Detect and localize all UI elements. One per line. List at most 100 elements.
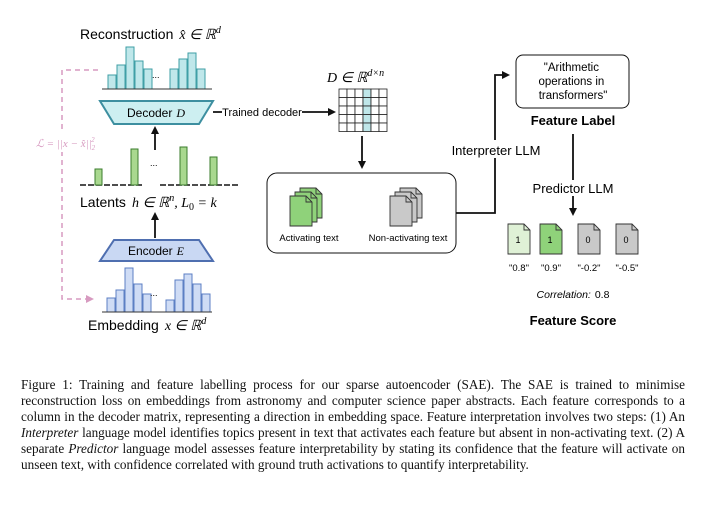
decoder-matrix-cell	[346, 105, 356, 115]
reconstruction-histogram	[107, 46, 206, 90]
decoder-matrix-label: D ∈ ℝd×n	[326, 68, 384, 86]
document-fold	[415, 188, 422, 195]
embedding-bar	[133, 283, 143, 313]
prediction-card-fold	[555, 224, 562, 231]
document-page-icon	[289, 195, 313, 227]
reconstruction-bar	[178, 58, 188, 90]
reconstruction-bar	[107, 74, 117, 90]
latent-active-bar	[130, 148, 139, 186]
prediction-card-score: "0.9"	[541, 263, 561, 274]
feature-label-box	[515, 54, 630, 109]
figure-caption: Figure 1: Training and feature labelling…	[21, 377, 685, 472]
decoder-matrix-cell	[370, 114, 380, 124]
decoder-matrix-cell	[354, 105, 364, 115]
non-activating-docs-icon	[389, 187, 423, 227]
predictor-label-bg	[523, 180, 623, 196]
feature-quote: "Arithmetic operations in transformers"	[538, 62, 607, 102]
non-activating-text-label: Non-activating text	[369, 233, 448, 244]
embedding-ellipsis: ...	[150, 288, 158, 298]
embedding-bar	[201, 293, 211, 313]
loss-dashed-path	[61, 69, 98, 303]
activating-text-label: Activating text	[279, 233, 338, 244]
decoder-matrix-cell	[362, 105, 372, 115]
reconstruction-bar	[143, 68, 153, 90]
loss-label-bg	[34, 132, 124, 152]
decoder-matrix-cell	[378, 122, 388, 132]
decoder-matrix-cell	[370, 97, 380, 107]
decoder-matrix-cell	[370, 105, 380, 115]
decoder-matrix-cell	[346, 122, 356, 132]
decoder-matrix-cell	[338, 88, 348, 98]
decoder-matrix-cell	[354, 88, 364, 98]
trained-decoder-label: Trained decoder	[222, 107, 302, 119]
reconstruction-bar	[187, 52, 197, 90]
encoder-trapezoid	[98, 239, 215, 262]
decoder-matrix-cell	[362, 114, 372, 124]
prediction-cards: 1"0.8"1"0.9"0"-0.2"0"-0.5"	[507, 223, 639, 274]
decoder-matrix-cell	[378, 97, 388, 107]
reconstruction-bar	[116, 64, 126, 90]
prediction-card	[615, 223, 639, 255]
prediction-card-value: 0	[623, 235, 628, 245]
activating-docs-icon	[289, 187, 323, 227]
feature-score-title: Feature Score	[530, 313, 617, 328]
embedding-bar	[165, 299, 175, 313]
embedding-bar	[192, 283, 202, 313]
caption-predictor: Predictor	[68, 441, 119, 456]
decoder-matrix-cell	[338, 97, 348, 107]
decoder-matrix-cell	[378, 88, 388, 98]
decoder-matrix-cell	[370, 122, 380, 132]
document-page-icon	[389, 195, 413, 227]
reconstruction-bar	[169, 68, 179, 90]
decoder-matrix-cell	[362, 88, 372, 98]
embedding-bar	[183, 273, 193, 313]
predictor-label: Predictor LLM	[533, 181, 614, 196]
reconstruction-bar	[125, 46, 135, 90]
caption-interpreter: Interpreter	[21, 425, 79, 440]
embedding-bar	[115, 289, 125, 313]
document-fold	[410, 192, 417, 199]
prediction-card-score: "-0.2"	[577, 263, 600, 274]
document-fold	[315, 188, 322, 195]
decoder-matrix-cell	[346, 88, 356, 98]
prediction-card-value: 1	[515, 235, 520, 245]
decoder-matrix-cell	[338, 105, 348, 115]
prediction-card-score: "-0.5"	[615, 263, 638, 274]
prediction-card	[539, 223, 563, 255]
embedding-bar	[124, 267, 134, 313]
latents-ellipsis: ...	[150, 158, 158, 168]
prediction-card	[577, 223, 601, 255]
prediction-card	[507, 223, 531, 255]
decoder-matrix-cell	[354, 97, 364, 107]
decoder-matrix-cell	[378, 105, 388, 115]
loss-label: ℒ = ||x − x̂||22	[36, 136, 96, 152]
decoder-matrix-grid	[338, 88, 388, 132]
embedding-bar	[106, 297, 116, 313]
prediction-card-score: "0.8"	[509, 263, 529, 274]
decoder-matrix-cell	[346, 114, 356, 124]
reconstruction-ellipsis: ...	[152, 70, 160, 80]
prediction-card-fold	[631, 224, 638, 231]
interpreter-label-bg	[440, 140, 552, 158]
interpreter-label: Interpreter LLM	[452, 143, 541, 158]
decoder-matrix-cell	[370, 88, 380, 98]
latent-active-bar	[94, 168, 103, 186]
trained-decoder-label-bg	[222, 103, 302, 119]
decoder-matrix-cell	[378, 114, 388, 124]
document-fold	[310, 192, 317, 199]
latent-active-bar	[179, 146, 188, 186]
feature-label-title: Feature Label	[531, 113, 616, 128]
correlation-line: Correlation:0.8	[537, 289, 610, 301]
document-fold	[405, 196, 412, 203]
decoder-matrix-cell	[338, 114, 348, 124]
latents-histogram	[80, 146, 238, 186]
decoder-matrix-cell	[362, 122, 372, 132]
prediction-card-value: 1	[547, 235, 552, 245]
prediction-card-fold	[593, 224, 600, 231]
